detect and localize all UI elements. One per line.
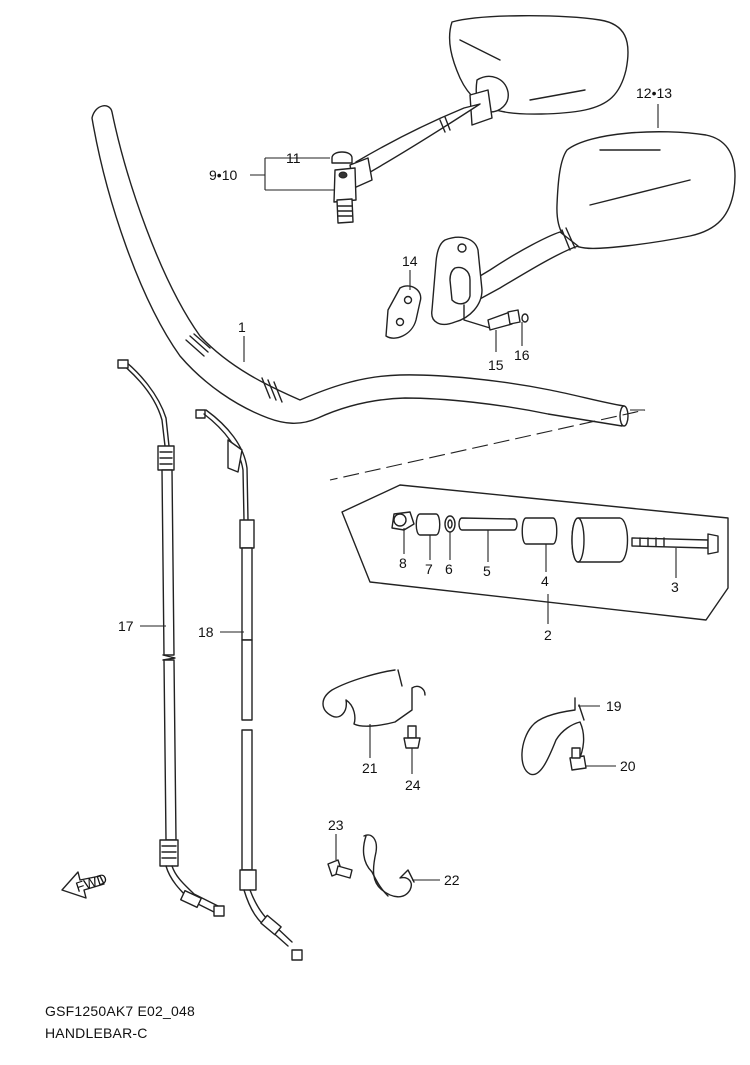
cable-17: [117, 359, 225, 917]
bolt-23: [327, 859, 353, 879]
diagram-title: HANDLEBAR-C: [45, 1025, 148, 1041]
callout-23: 23: [328, 817, 344, 833]
callout-2: 2: [544, 627, 552, 643]
callout-3: 3: [671, 579, 679, 595]
callout-7: 7: [425, 561, 433, 577]
callout-24: 24: [405, 777, 421, 793]
callout-17: 17: [118, 618, 134, 634]
callout-4: 4: [541, 573, 549, 589]
callout-19: 19: [606, 698, 622, 714]
callout-8: 8: [399, 555, 407, 571]
callout-11: 11: [286, 150, 301, 166]
callout-1: 1: [238, 319, 246, 335]
callout-9-10: 9•10: [209, 167, 237, 183]
bracket-14: [385, 285, 422, 339]
clip-19: [521, 697, 585, 776]
callout-14: 14: [402, 253, 418, 269]
callout-18: 18: [198, 624, 214, 640]
fwd-arrow-icon: FWD: [61, 870, 109, 899]
cable-18: [195, 409, 303, 961]
bolt-24: [403, 725, 421, 749]
callout-20: 20: [620, 758, 636, 774]
leader-lines: [140, 104, 677, 881]
clip-21: [322, 669, 426, 727]
bolt-15: [487, 309, 521, 331]
callout-5: 5: [483, 563, 491, 579]
callout-6: 6: [445, 561, 453, 577]
bolt-20: [569, 747, 587, 771]
nut-16: [521, 313, 529, 323]
callout-15: 15: [488, 357, 504, 373]
callout-labels: 1 2 3 4 5 6 7 8 9•10 11 12•13 14 15 16 1…: [118, 85, 679, 888]
diagram-code: GSF1250AK7 E02_048: [45, 1003, 195, 1019]
handlebar: [91, 105, 629, 427]
callout-12-13: 12•13: [636, 85, 672, 101]
mirror-left: [331, 15, 629, 224]
clip-22: [362, 834, 415, 898]
callout-21: 21: [362, 760, 378, 776]
mirror-right: [431, 131, 736, 329]
callout-22: 22: [444, 872, 460, 888]
callout-16: 16: [514, 347, 530, 363]
bar-end-group: [341, 484, 729, 621]
